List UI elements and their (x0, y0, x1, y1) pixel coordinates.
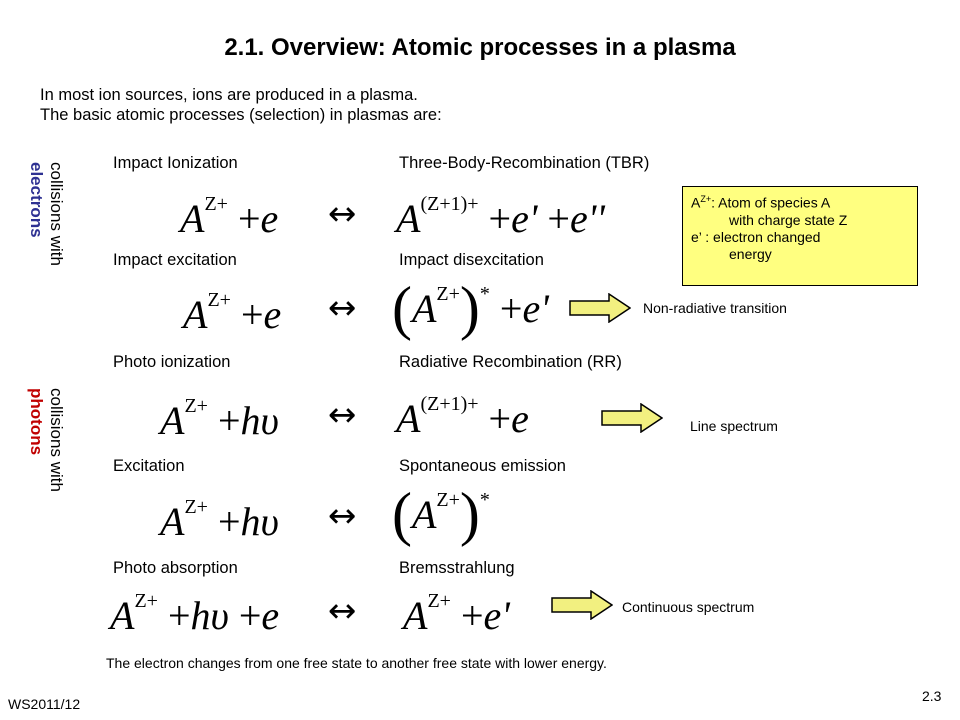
equation-photo-absorption: AZ+ +hυ +e (110, 590, 280, 638)
process-excitation: Excitation (113, 457, 185, 475)
equation-impact-ionization: AZ+ +e (180, 193, 279, 241)
intro-line-1: In most ion sources, ions are produced i… (40, 86, 418, 104)
process-spontaneous-emission: Spontaneous emission (399, 457, 566, 475)
equation-spontaneous-emission: (AZ+)* (392, 481, 490, 547)
legend-line-3: e’ : electron changed (691, 228, 821, 245)
legend-box: AZ+: Atom of species A with charge state… (682, 186, 918, 286)
note-nonradiative: Non-radiative transition (643, 300, 787, 316)
footer-page-number: 2.3 (922, 688, 942, 704)
side-label-photons: collisions with photons (26, 388, 66, 492)
right-block-arrow-icon (551, 590, 613, 620)
side-label-electrons-top: collisions with (47, 162, 66, 266)
equation-impact-excitation: AZ+ +e (183, 289, 282, 337)
process-impact-disexcitation: Impact disexcitation (399, 251, 544, 269)
double-arrow-icon: ↔ (328, 288, 357, 328)
page-title: 2.1. Overview: Atomic processes in a pla… (224, 34, 736, 61)
equation-three-body-recombination: A(Z+1)+ +e' +e'' (396, 193, 605, 241)
equation-impact-disexcitation: (AZ+)* +e' (392, 275, 549, 341)
note-continuous-spectrum: Continuous spectrum (622, 599, 755, 615)
double-arrow-icon: ↔ (328, 395, 357, 435)
double-arrow-icon: ↔ (328, 591, 357, 631)
equation-radiative-recombination: A(Z+1)+ +e (396, 393, 529, 441)
side-label-photons-bottom: photons (27, 388, 46, 456)
double-arrow-icon: ↔ (328, 496, 357, 536)
right-block-arrow-icon (601, 403, 663, 433)
legend-line-4: energy (729, 245, 772, 262)
legend-line-2: with charge state Z (729, 211, 848, 228)
side-label-electrons: collisions with electrons (26, 162, 66, 266)
note-bremsstrahlung: The electron changes from one free state… (106, 655, 607, 671)
process-three-body-recombination: Three-Body-Recombination (TBR) (399, 154, 650, 172)
double-arrow-icon: ↔ (328, 194, 357, 234)
side-label-photons-top: collisions with (47, 388, 66, 492)
process-photo-ionization: Photo ionization (113, 353, 231, 371)
process-impact-excitation: Impact excitation (113, 251, 237, 269)
equation-photo-ionization: AZ+ +hυ (160, 395, 279, 443)
note-line-spectrum: Line spectrum (690, 418, 778, 434)
footer-semester: WS2011/12 (8, 696, 81, 712)
legend-line-1: AZ+: Atom of species A (691, 194, 831, 211)
process-bremsstrahlung: Bremsstrahlung (399, 559, 515, 577)
process-impact-ionization: Impact Ionization (113, 154, 238, 172)
process-radiative-recombination: Radiative Recombination (RR) (399, 353, 622, 371)
equation-excitation: AZ+ +hυ (160, 496, 279, 544)
process-photo-absorption: Photo absorption (113, 559, 238, 577)
intro-text: In most ion sources, ions are produced i… (40, 85, 442, 125)
right-block-arrow-icon (569, 293, 631, 323)
side-label-electrons-bottom: electrons (27, 162, 46, 238)
equation-bremsstrahlung: AZ+ +e' (403, 590, 510, 638)
intro-line-2: The basic atomic processes (selection) i… (40, 106, 442, 124)
